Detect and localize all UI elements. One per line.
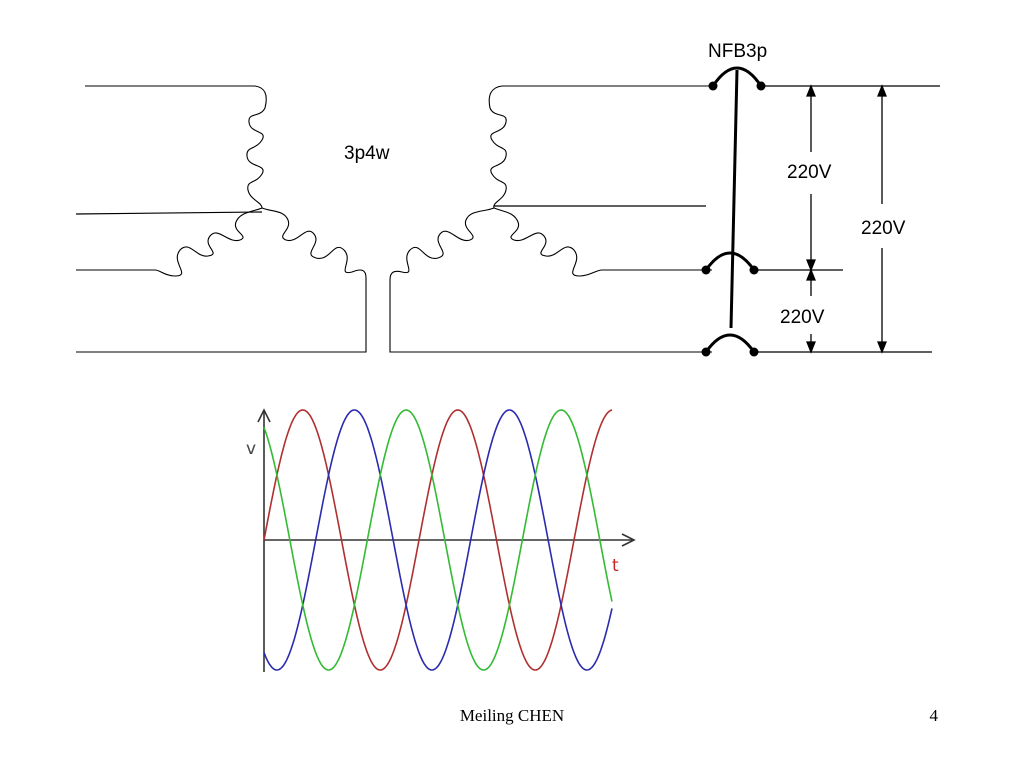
breaker-label: NFB3p <box>708 41 767 62</box>
left-coil-b <box>76 207 263 277</box>
t-axis-label: t <box>612 556 619 576</box>
phase-c-wave <box>263 409 613 671</box>
phase-b-wave <box>263 409 613 671</box>
voltage-arrows <box>806 84 887 354</box>
left-coil-a <box>85 85 267 209</box>
breaker-contact <box>701 265 711 275</box>
left-neutral-wire <box>75 211 263 215</box>
right-coil-b <box>389 207 712 353</box>
breaker-contact <box>708 81 718 91</box>
y-axis-label: v <box>246 439 256 459</box>
breaker-pole-mid <box>704 251 756 271</box>
breaker-gang-link <box>729 69 739 329</box>
voltage-total-label: 220V <box>861 218 906 239</box>
y-axis-arrowhead <box>257 408 271 423</box>
left-coil-c <box>76 207 367 353</box>
breaker-pole-bot <box>704 333 756 353</box>
right-coil-c <box>493 207 712 277</box>
right-coil-a <box>488 85 712 209</box>
footer-author: Meiling CHEN <box>459 706 565 725</box>
right-wye-transformer <box>389 85 712 353</box>
t-axis-arrowhead <box>621 533 636 547</box>
three-phase-waveform: v t <box>246 408 636 672</box>
phase-a-wave <box>263 409 613 671</box>
system-label: 3p4w <box>344 143 390 164</box>
page-number: 4 <box>929 706 939 725</box>
voltage-bottom-label: 220V <box>780 307 825 328</box>
left-wye-transformer <box>75 85 367 353</box>
breaker-contact <box>701 347 711 357</box>
voltage-top-label: 220V <box>787 162 832 183</box>
breaker-nfb3p <box>701 66 766 357</box>
breaker-pole-top <box>711 66 763 87</box>
